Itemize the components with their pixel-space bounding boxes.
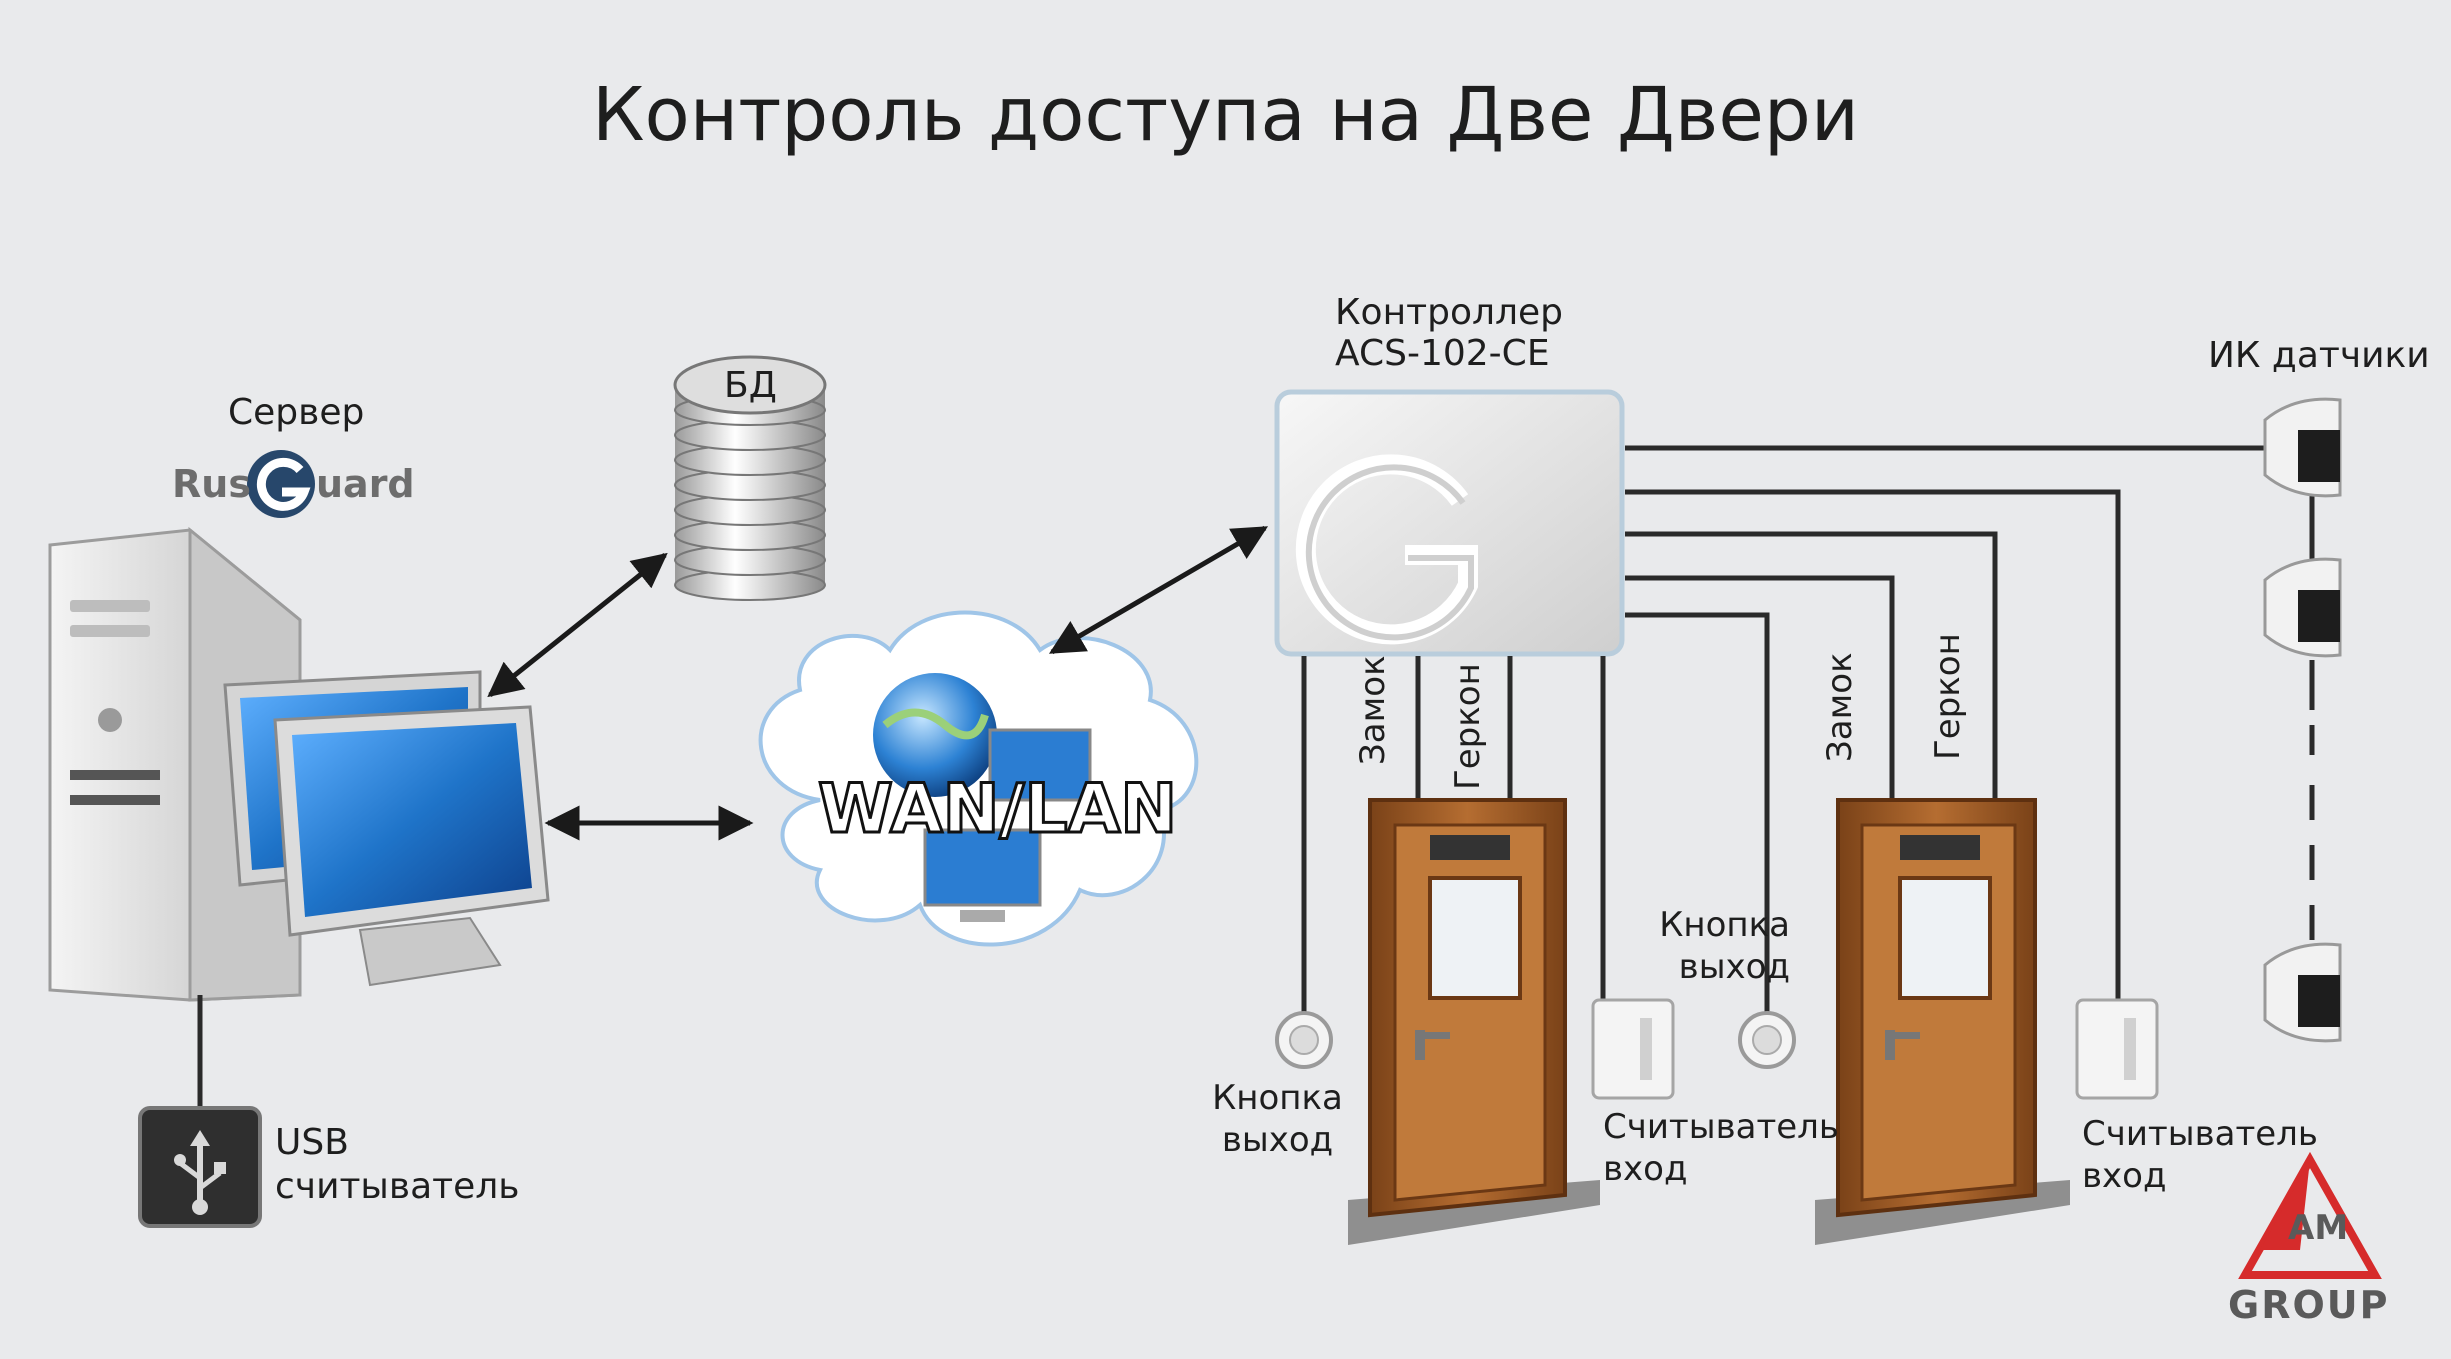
rusguard-logo xyxy=(247,450,315,518)
server-monitors xyxy=(223,670,550,987)
network-cloud xyxy=(758,610,1199,947)
card-reader-2-icon xyxy=(2075,998,2159,1100)
brand-prefix: Rus xyxy=(172,462,251,506)
database-icon xyxy=(673,355,827,601)
door2-reader-label-line2: вход xyxy=(2082,1156,2167,1196)
controller-label: Контроллер xyxy=(1335,292,1563,333)
door1-exit-label-line1: Кнопка xyxy=(1212,1078,1343,1118)
exit-button-1-icon xyxy=(1275,1011,1333,1069)
ir-sensor-3 xyxy=(2263,942,2342,1043)
ir-sensor-icons xyxy=(2263,397,2342,1043)
brand-suffix: uard xyxy=(316,462,415,506)
ir-sensor-2 xyxy=(2263,557,2342,658)
door1-reader-label-line2: вход xyxy=(1603,1149,1688,1189)
logo-word-text: GROUP xyxy=(2228,1283,2390,1327)
connection-arrows xyxy=(487,525,1269,841)
controller-box xyxy=(1274,389,1625,657)
logo-mark-text: AM xyxy=(2288,1208,2349,1248)
ir-sensor-1 xyxy=(2263,397,2342,498)
exit-button-2-icon xyxy=(1738,1011,1796,1069)
database-label: БД xyxy=(724,365,777,406)
door2-reader-label-line1: Считыватель xyxy=(2082,1114,2318,1154)
server-label: Сервер xyxy=(228,392,365,433)
door1-reader-label-line1: Считыватель xyxy=(1603,1107,1839,1147)
network-label: WAN/LAN xyxy=(816,769,1178,851)
am-group-logo xyxy=(2238,1151,2382,1279)
usb-reader-icon xyxy=(138,1106,262,1228)
arrow-network-controller xyxy=(1048,525,1269,655)
door1-lock-label: Замок xyxy=(1353,655,1393,765)
usb-reader-label-line2: считыватель xyxy=(275,1166,520,1207)
door2-exit-label-line2: выход xyxy=(1678,947,1790,987)
door2-exit-label-line1: Кнопка xyxy=(1659,905,1790,945)
page-title: Контроль доступа на Две Двери xyxy=(592,72,1859,158)
door2-lock-label: Замок xyxy=(1820,652,1860,762)
door2-reed-label: Геркон xyxy=(1928,633,1968,760)
door-2 xyxy=(1815,798,2070,1245)
arrow-server-db xyxy=(487,552,668,698)
controller-model: ACS-102-CE xyxy=(1335,333,1550,374)
door-1 xyxy=(1348,798,1600,1245)
usb-reader-label-line1: USB xyxy=(275,1122,349,1163)
card-reader-1-icon xyxy=(1591,998,1675,1100)
door1-reed-label: Геркон xyxy=(1448,663,1488,790)
ir-sensors-label: ИК датчики xyxy=(2208,335,2430,376)
door1-exit-label-line2: выход xyxy=(1221,1120,1334,1160)
